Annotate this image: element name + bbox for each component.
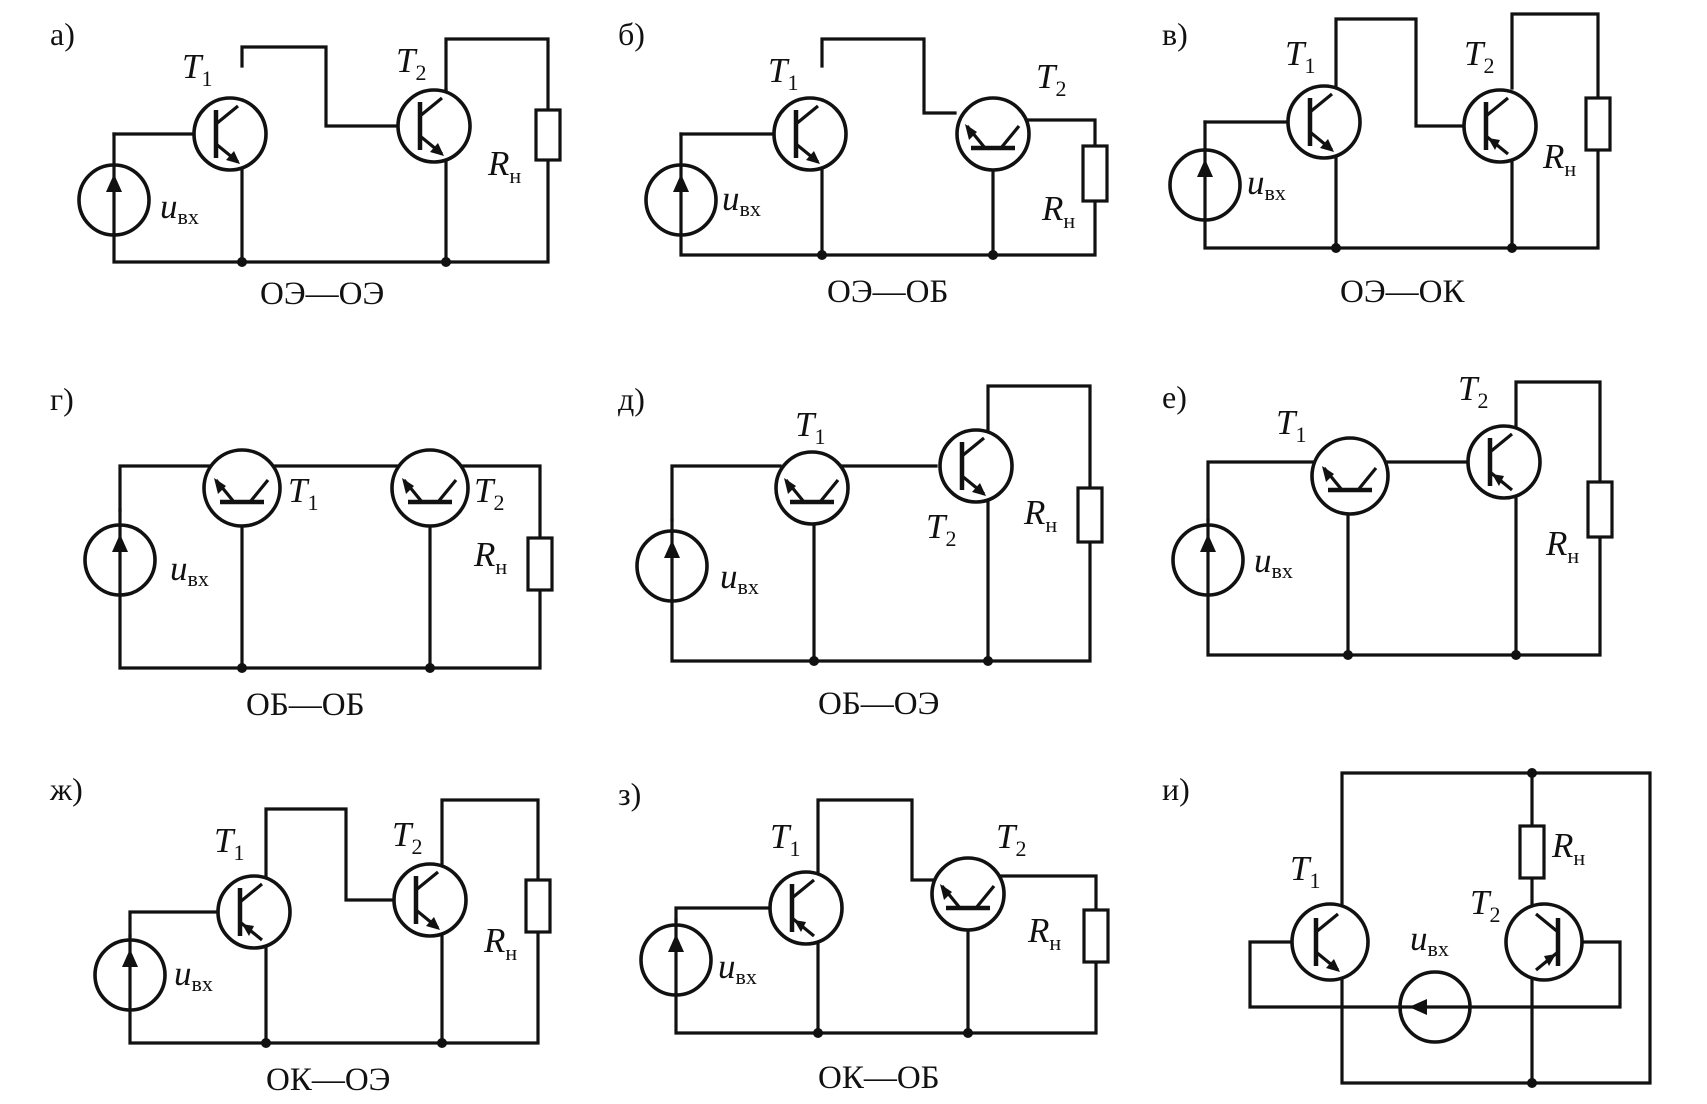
panel-i: и) T1 T2 uвх Rн (1162, 768, 1652, 1088)
transistor-t2-icon (392, 862, 468, 938)
transistor-t2-icon (938, 428, 1014, 504)
transistor-t2-icon (1466, 424, 1542, 500)
label-rn: Rн (1041, 189, 1075, 233)
transistor-t2-icon (1504, 902, 1584, 982)
source-icon (639, 923, 713, 997)
label-t2: T2 (1036, 57, 1066, 101)
transistor-t1-icon (1310, 436, 1390, 516)
label-rn: Rн (1023, 493, 1057, 537)
label-uvx: uвх (720, 557, 759, 599)
source-icon (83, 523, 157, 597)
panel-letter: в) (1162, 16, 1188, 52)
label-rn: Rн (487, 144, 521, 188)
label-uvx: uвх (174, 954, 213, 996)
label-t1: T1 (288, 471, 318, 515)
label-t2: T2 (396, 41, 426, 85)
panel-letter: и) (1162, 771, 1190, 807)
transistor-t2-icon (930, 856, 1006, 932)
label-uvx: uвх (1254, 541, 1293, 583)
resistor-icon (1518, 824, 1546, 880)
label-t2: T2 (1464, 34, 1494, 78)
source-icon (93, 938, 167, 1012)
resistor-icon (526, 536, 554, 592)
label-t1: T1 (1285, 34, 1315, 78)
transistor-t2-icon (390, 448, 470, 528)
resistor-icon (1586, 480, 1614, 539)
panel-b: б) T1 T2 uвх Rн ОЭ—ОБ (618, 16, 1109, 310)
label-t2: T2 (474, 471, 504, 515)
panel-g: г) T1 T2 uвх Rн ОБ—ОБ (50, 381, 554, 723)
transistor-t1-icon (772, 96, 848, 172)
label-rn: Rн (483, 921, 517, 965)
transistor-t1-icon (774, 450, 850, 526)
source-icon (1168, 148, 1242, 222)
transistor-t1-icon (192, 96, 268, 172)
label-rn: Rн (1545, 524, 1579, 568)
panel-letter: б) (618, 16, 645, 52)
label-t1: T1 (214, 821, 244, 865)
resistor-icon (1082, 908, 1110, 964)
label-t2: T2 (926, 507, 956, 551)
label-t2: T2 (1458, 369, 1488, 413)
panel-z: з) T1 T2 uвх Rн ОК—ОБ (618, 776, 1110, 1096)
source-icon (77, 163, 151, 237)
source-icon (1171, 523, 1245, 597)
label-rn: Rн (1027, 911, 1061, 955)
source-icon (644, 163, 718, 237)
label-uvx: uвх (1410, 919, 1449, 961)
panel-letter: ж) (49, 771, 83, 807)
resistor-icon (524, 878, 552, 934)
panel-letter: з) (618, 776, 641, 812)
resistor-icon (1076, 486, 1104, 544)
resistor-icon (534, 108, 562, 162)
caption: ОК—ОЭ (266, 1062, 390, 1098)
caption: ОК—ОБ (818, 1060, 940, 1096)
label-t1: T1 (770, 817, 800, 861)
panel-letter: а) (50, 16, 75, 52)
resistor-icon (1584, 96, 1612, 152)
transistor-t1-icon (216, 874, 292, 950)
label-t1: T1 (795, 405, 825, 449)
caption: ОЭ—ОК (1340, 274, 1465, 310)
transistor-t1-icon (1290, 902, 1370, 982)
caption: ОЭ—ОБ (827, 274, 948, 310)
label-uvx: uвх (170, 549, 209, 591)
transistor-t2-icon (955, 96, 1031, 172)
label-t1: T1 (1290, 849, 1320, 893)
label-t2: T2 (1470, 883, 1500, 927)
label-uvx: uвх (1247, 163, 1286, 205)
panel-a: а) T1 T2 uвх Rн ОЭ—ОЭ (50, 16, 562, 312)
resistor-icon (1081, 144, 1109, 203)
label-t1: T1 (768, 51, 798, 95)
transistor-t1-icon (202, 448, 282, 528)
label-rn: Rн (1551, 826, 1585, 870)
transistor-t2-icon (396, 88, 472, 164)
panel-letter: е) (1162, 379, 1187, 415)
transistor-t1-icon (768, 870, 844, 946)
label-t2: T2 (392, 815, 422, 859)
label-t2: T2 (996, 817, 1026, 861)
caption: ОБ—ОБ (246, 687, 365, 723)
label-t1: T1 (182, 47, 212, 91)
label-t1: T1 (1276, 403, 1306, 447)
panel-letter: д) (618, 381, 645, 417)
caption: ОБ—ОЭ (818, 686, 939, 722)
source-icon (1398, 970, 1472, 1044)
caption: ОЭ—ОЭ (260, 276, 384, 312)
panel-zh: ж) T1 T2 uвх Rн ОК—ОЭ (49, 771, 552, 1098)
label-rn: Rн (1542, 137, 1576, 181)
panel-v: в) T1 T2 uвх Rн ОЭ—ОК (1162, 12, 1612, 310)
transistor-t1-icon (1286, 84, 1362, 160)
label-uvx: uвх (160, 187, 199, 229)
transistor-t2-icon (1462, 88, 1538, 164)
label-rn: Rн (473, 535, 507, 579)
label-uvx: uвх (718, 947, 757, 989)
panel-e: е) T1 T2 uвх Rн (1162, 369, 1614, 660)
source-icon (635, 529, 709, 603)
panel-letter: г) (50, 381, 74, 417)
label-uvx: uвх (722, 179, 761, 221)
panel-d: д) T1 T2 uвх Rн ОБ—ОЭ (618, 381, 1104, 722)
